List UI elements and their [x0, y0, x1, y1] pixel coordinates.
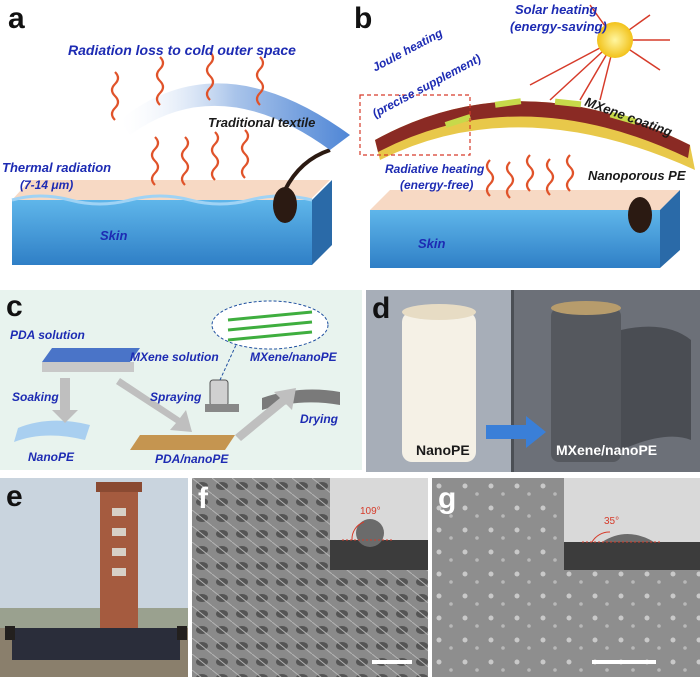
pda-solution-label: PDA solution: [10, 328, 85, 342]
skin-label-a: Skin: [100, 228, 128, 243]
panel-g-label: g: [438, 482, 457, 515]
traditional-textile-label: Traditional textile: [208, 115, 316, 130]
spraying-label: Spraying: [150, 390, 202, 404]
contact-angle-g: 35°: [604, 516, 620, 527]
mxene-solution-label: MXene solution: [130, 350, 219, 364]
panel-a: a Radiation loss to cold outer space Tra…: [0, 0, 350, 290]
panel-d: d NanoPE MXene/nanoPE: [366, 290, 700, 472]
panel-e-label: e: [6, 480, 23, 513]
panel-b: b Solar heating (energy-saving) Joule he…: [350, 0, 700, 290]
panel-b-label: b: [354, 2, 373, 35]
wavelength-label: (7-14 μm): [20, 178, 74, 192]
soaking-label: Soaking: [12, 390, 59, 404]
nanope-label-c: NanoPE: [28, 450, 75, 464]
panel-b-illustration: [359, 4, 695, 268]
nanoporous-pe-label: Nanoporous PE: [588, 168, 686, 183]
pda-nanope-label: PDA/nanoPE: [155, 452, 229, 466]
radiative-heating-label: Radiative heating: [385, 162, 485, 176]
skin-label-b: Skin: [418, 236, 446, 251]
panel-d-label: d: [372, 292, 391, 325]
panel-a-illustration: [11, 51, 350, 265]
panel-g-sem: [432, 478, 700, 677]
panel-g: g 35°: [432, 478, 700, 677]
thermal-radiation-label: Thermal radiation: [2, 160, 112, 175]
panel-e-photo: [0, 482, 188, 677]
panel-e: e: [0, 478, 188, 677]
panel-a-label: a: [8, 2, 25, 35]
mxene-nanope-label-d: MXene/nanoPE: [556, 442, 658, 458]
panel-c: c PDA solution MXene solution MXene/nano…: [0, 290, 362, 470]
panel-c-illustration: [14, 300, 340, 450]
nanope-label-d: NanoPE: [416, 442, 470, 458]
solar-heating-sub-label: (energy-saving): [510, 19, 607, 34]
drying-label: Drying: [300, 412, 339, 426]
mxene-nanope-label-c: MXene/nanoPE: [250, 350, 337, 364]
panel-d-photo: [366, 290, 700, 472]
panel-f-sem: [192, 478, 428, 677]
radiation-loss-label: Radiation loss to cold outer space: [68, 42, 296, 58]
contact-angle-f: 109°: [360, 506, 381, 517]
panel-f: f 109°: [192, 478, 428, 677]
solar-heating-label: Solar heating: [515, 2, 598, 17]
panel-f-label: f: [198, 482, 208, 515]
panel-c-label: c: [6, 290, 23, 323]
radiative-heating-sub-label: (energy-free): [400, 178, 474, 192]
